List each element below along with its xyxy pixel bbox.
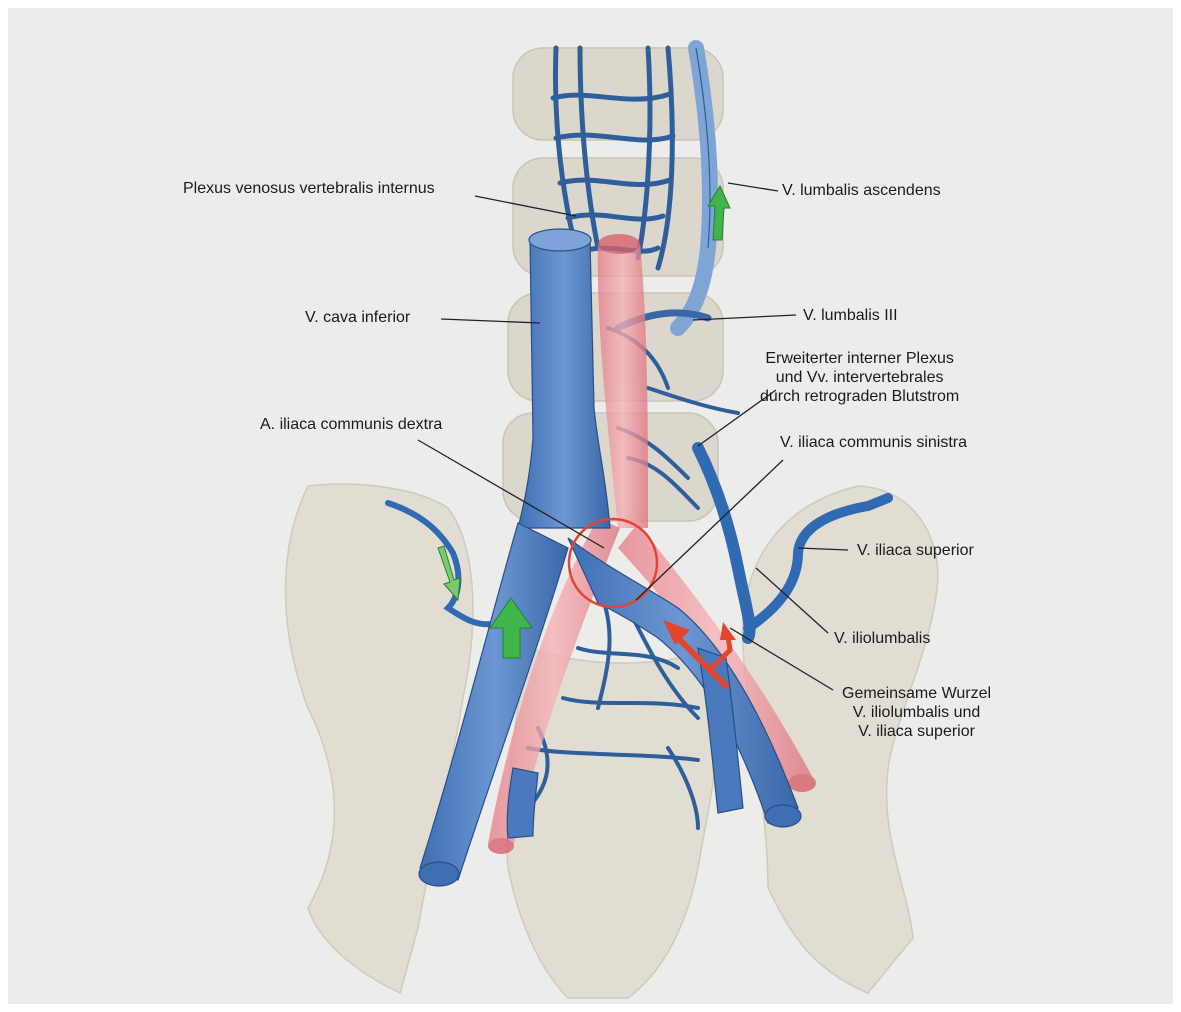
label-plexus-venosus-vertebralis-internus: Plexus venosus vertebralis internus [183, 179, 435, 198]
label-a-iliaca-communis-dextra: A. iliaca communis dextra [260, 415, 442, 434]
label-v-cava-inferior: V. cava inferior [305, 308, 410, 327]
label-v-iliaca-superior: V. iliaca superior [857, 541, 974, 560]
anatomy-illustration [8, 8, 1173, 1004]
v-iliolumbalis [698, 448, 750, 638]
label-v-iliaca-communis-sinistra: V. iliaca communis sinistra [780, 433, 967, 452]
label-gemeinsame-wurzel: Gemeinsame Wurzel V. iliolumbalis und V.… [842, 684, 991, 741]
label-v-lumbalis-ascendens: V. lumbalis ascendens [782, 181, 941, 200]
anatomy-figure: Plexus venosus vertebralis internus V. l… [8, 8, 1173, 1004]
v-iliaca-interna-dextra [507, 768, 538, 838]
label-erweiterter-interner-plexus: Erweiterter interner Plexus und Vv. inte… [760, 349, 959, 406]
label-v-iliolumbalis: V. iliolumbalis [834, 629, 930, 648]
label-v-lumbalis-iii: V. lumbalis III [803, 306, 898, 325]
